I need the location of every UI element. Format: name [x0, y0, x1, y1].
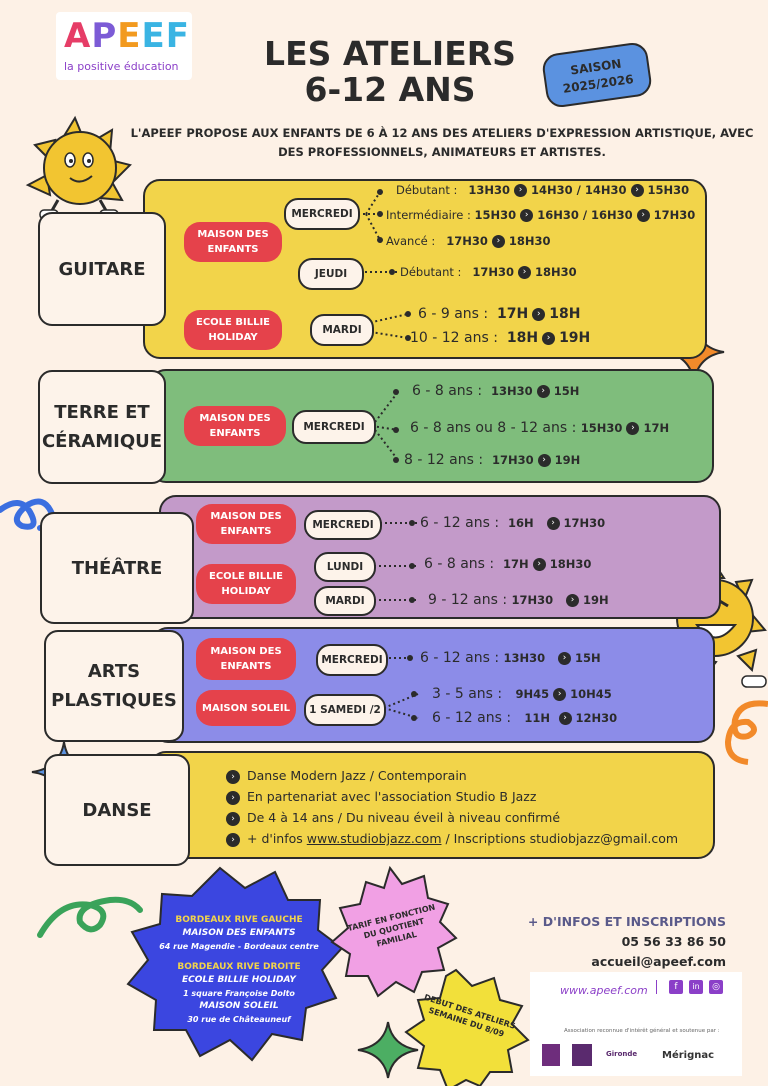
- list-item: ›+ d'infos www.studiobjazz.com / Inscrip…: [226, 828, 678, 849]
- arrow-right-icon: ›: [226, 769, 240, 784]
- theatre-day-mardi: MARDI: [314, 586, 376, 616]
- logo-mark: APEEF: [64, 16, 190, 56]
- guitare-schedule-row: Débutant : 17H30›18H30: [400, 265, 577, 279]
- apeef-logo: APEEF la positive éducation: [56, 12, 192, 80]
- theatre-day-lundi: LUNDI: [314, 552, 376, 582]
- arrow-right-icon: ›: [226, 790, 240, 805]
- instagram-icon[interactable]: ◎: [709, 980, 723, 994]
- danse-info-list: ›Danse Modern Jazz / Contemporain ›En pa…: [226, 765, 678, 849]
- terre-schedule-row: 8 - 12 ans : 17H30›19H: [404, 452, 581, 468]
- guitare-schedule-row: Débutant : 13H30›14H30 / 14H30›15H30: [396, 183, 690, 197]
- theatre-schedule-row: 9 - 12 ans : 17H30 ›19H: [428, 592, 609, 608]
- terre-schedule-row: 6 - 8 ans : 13H30›15H: [412, 383, 580, 399]
- bordeaux-logo: [572, 1044, 592, 1066]
- arrow-right-icon: ›: [518, 265, 532, 279]
- guitare-day-mercredi: MERCREDI: [284, 198, 360, 230]
- website-link[interactable]: www.apeef.com: [560, 984, 648, 997]
- guitare-location-maison-des-enfants: MAISON DES ENFANTS: [184, 222, 282, 262]
- list-item: ›Danse Modern Jazz / Contemporain: [226, 765, 678, 786]
- arrow-right-icon: ›: [630, 183, 644, 197]
- tarif-burst: [330, 865, 458, 998]
- theatre-location-billie-holiday: ECOLE BILLIE HOLIDAY: [196, 564, 296, 604]
- guitare-schedule-row: 10 - 12 ans : 18H›19H: [410, 330, 591, 346]
- arrow-right-icon: ›: [532, 557, 546, 571]
- squiggle-icon: [724, 700, 768, 765]
- list-item: ›En partenariat avec l'association Studi…: [226, 786, 678, 807]
- contact-block: + D'INFOS ET INSCRIPTIONS 05 56 33 86 50…: [528, 912, 726, 972]
- arrow-right-icon: ›: [553, 687, 567, 701]
- terre-location: MAISON DES ENFANTS: [184, 406, 286, 446]
- arrow-right-icon: ›: [520, 208, 534, 222]
- arrow-right-icon: ›: [514, 183, 528, 197]
- arrow-right-icon: ›: [546, 516, 560, 530]
- arrow-right-icon: ›: [532, 307, 546, 321]
- guitare-day-mardi: MARDI: [310, 314, 374, 346]
- logo-tagline: la positive éducation: [64, 60, 179, 73]
- guitare-label: GUITARE: [38, 212, 166, 326]
- guitare-schedule-row: 6 - 9 ans : 17H›18H: [418, 306, 581, 322]
- social-links: f in ◎: [656, 980, 723, 994]
- arrow-right-icon: ›: [558, 711, 572, 725]
- theatre-location-maison-des-enfants: MAISON DES ENFANTS: [196, 504, 296, 544]
- addresses-block: BORDEAUX RIVE GAUCHE MAISON DES ENFANTS …: [159, 915, 319, 1024]
- theatre-label: THÉÂTRE: [40, 512, 194, 624]
- phone-number[interactable]: 05 56 33 86 50: [621, 934, 726, 949]
- linkedin-icon[interactable]: in: [689, 980, 703, 994]
- green-star-icon: [357, 1021, 419, 1079]
- arrow-right-icon: ›: [558, 651, 572, 665]
- arrow-right-icon: ›: [536, 384, 550, 398]
- arts-day-samedi: 1 SAMEDI /2: [304, 694, 386, 726]
- caf-logo: [542, 1044, 560, 1066]
- arts-day-mercredi: MERCREDI: [316, 644, 388, 676]
- intro-text: L'APEEF PROPOSE AUX ENFANTS DE 6 À 12 AN…: [130, 126, 754, 159]
- arts-schedule-row: 6 - 12 ans : 13H30 ›15H: [420, 650, 601, 666]
- theatre-schedule-row: 6 - 8 ans : 17H›18H30: [424, 556, 592, 572]
- sun-mascot-icon: [25, 115, 132, 220]
- arrow-right-icon: ›: [226, 811, 240, 826]
- arrow-right-icon: ›: [537, 453, 551, 467]
- debut-burst: [404, 968, 530, 1086]
- theatre-schedule-row: 6 - 12 ans : 16H ›17H30: [420, 515, 606, 531]
- terre-schedule-row: 6 - 8 ans ou 8 - 12 ans : 15H30›17H: [410, 420, 670, 436]
- green-swirl-icon: [37, 896, 143, 938]
- arrow-right-icon: ›: [491, 234, 505, 248]
- guitare-schedule-row: Avancé : 17H30›18H30: [386, 234, 551, 248]
- theatre-day-mercredi: MERCREDI: [304, 510, 382, 540]
- arrow-right-icon: ›: [626, 421, 640, 435]
- guitare-location-billie-holiday: ECOLE BILLIE HOLIDAY: [184, 310, 282, 350]
- footer-partners: www.apeef.com f in ◎ Association reconnu…: [530, 972, 742, 1076]
- guitare-day-jeudi: JEUDI: [298, 258, 364, 290]
- danse-label: DANSE: [44, 754, 190, 866]
- studiobjazz-link[interactable]: www.studiobjazz.com: [306, 831, 442, 846]
- contact-email[interactable]: accueil@apeef.com: [591, 954, 726, 969]
- guitare-schedule-row: Intermédiaire : 15H30›16H30 / 16H30›17H3…: [386, 208, 696, 222]
- gironde-logo: Gironde: [606, 1050, 638, 1058]
- terre-day-mercredi: MERCREDI: [292, 410, 376, 444]
- page-title: LES ATELIERS 6-12 ANS: [264, 34, 516, 109]
- support-note: Association reconnue d'intérêt général e…: [564, 1028, 720, 1034]
- arts-schedule-row: 3 - 5 ans : 9H45›10H45: [432, 686, 612, 702]
- arrow-right-icon: ›: [542, 331, 556, 345]
- list-item: ›De 4 à 14 ans / Du niveau éveil à nivea…: [226, 807, 678, 828]
- facebook-icon[interactable]: f: [669, 980, 683, 994]
- arrow-right-icon: ›: [636, 208, 650, 222]
- arrow-right-icon: ›: [566, 593, 580, 607]
- arrow-right-icon: ›: [226, 832, 240, 847]
- arts-location-maison-soleil: MAISON SOLEIL: [196, 690, 296, 726]
- merignac-logo: Mérignac: [662, 1050, 715, 1061]
- arts-schedule-row: 6 - 12 ans : 11H ›12H30: [432, 710, 618, 726]
- arts-location-maison-des-enfants: MAISON DES ENFANTS: [196, 638, 296, 680]
- address-burst: [126, 866, 344, 1062]
